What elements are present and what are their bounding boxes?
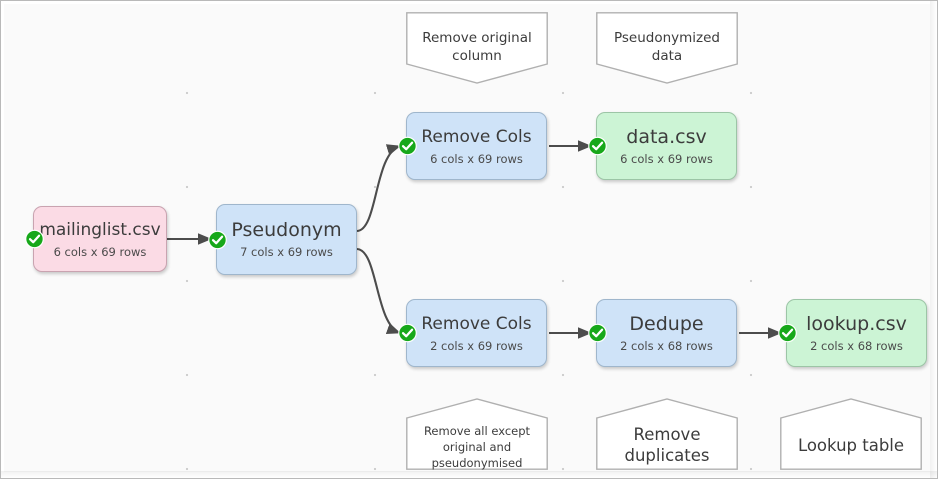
node-subtitle: 2 cols x 68 rows — [620, 338, 713, 353]
node-remove-cols-bottom[interactable]: Remove Cols 2 cols x 69 rows — [398, 299, 547, 367]
check-circle-icon — [398, 323, 417, 343]
note-label: Lookup table — [797, 436, 905, 455]
node-remove-cols-top[interactable]: Remove Cols 6 cols x 69 rows — [398, 112, 547, 180]
node-title: mailinglist.csv — [39, 219, 161, 240]
note-shape-pentagon-up — [780, 398, 922, 470]
check-circle-icon — [25, 229, 44, 249]
node-data-csv[interactable]: data.csv 6 cols x 69 rows — [588, 112, 737, 180]
node-subtitle: 6 cols x 69 rows — [53, 244, 147, 259]
check-circle-icon — [778, 323, 797, 343]
check-circle-icon — [398, 136, 417, 156]
note-remove-duplicates[interactable]: Remove duplicates — [596, 398, 738, 470]
note-label: Remove duplicates — [624, 425, 710, 465]
canvas-scroll-gutter-right[interactable] — [930, 1, 937, 478]
node-lookup-csv[interactable]: lookup.csv 2 cols x 68 rows — [778, 299, 927, 367]
node-pseudonym[interactable]: Pseudonym 7 cols x 69 rows — [208, 204, 357, 275]
note-shape-pentagon-down — [406, 12, 548, 84]
note-label: Remove original column — [422, 30, 532, 64]
note-pseudonymized-data[interactable]: Pseudonymized data — [596, 12, 738, 84]
flow-canvas[interactable]: Remove original column Pseudonymized dat… — [4, 4, 930, 472]
edge-pseudonym-to-remove-cols-bottom — [356, 247, 401, 334]
note-label: Pseudonymized data — [613, 30, 721, 64]
edge-pseudonym-to-remove-cols-top — [356, 144, 401, 233]
node-subtitle: 2 cols x 68 rows — [810, 338, 903, 353]
node-subtitle: 2 cols x 69 rows — [430, 338, 523, 353]
node-subtitle: 6 cols x 69 rows — [620, 151, 713, 166]
note-shape-pentagon-up — [406, 398, 548, 470]
node-title: lookup.csv — [806, 312, 907, 335]
node-title: Dedupe — [629, 312, 704, 335]
canvas-scroll-gutter-bottom[interactable] — [1, 471, 937, 478]
node-dedupe[interactable]: Dedupe 2 cols x 68 rows — [588, 299, 737, 367]
note-lookup-table[interactable]: Lookup table — [780, 398, 922, 470]
check-circle-icon — [588, 136, 607, 156]
check-circle-icon — [588, 323, 607, 343]
note-shape-pentagon-up — [596, 398, 738, 470]
node-subtitle: 6 cols x 69 rows — [430, 151, 523, 166]
node-title: Remove Cols — [421, 313, 532, 334]
node-title: Pseudonym — [231, 219, 342, 241]
note-remove-original-column[interactable]: Remove original column — [406, 12, 548, 84]
node-title: data.csv — [626, 125, 707, 148]
node-subtitle: 7 cols x 69 rows — [240, 245, 333, 259]
check-circle-icon — [208, 230, 227, 249]
note-label: Remove all except original and pseudonym… — [423, 424, 531, 470]
node-mailinglist-csv[interactable]: mailinglist.csv 6 cols x 69 rows — [25, 206, 167, 272]
note-remove-all-except[interactable]: Remove all except original and pseudonym… — [406, 398, 548, 470]
note-shape-pentagon-down — [596, 12, 738, 84]
node-title: Remove Cols — [421, 126, 532, 147]
